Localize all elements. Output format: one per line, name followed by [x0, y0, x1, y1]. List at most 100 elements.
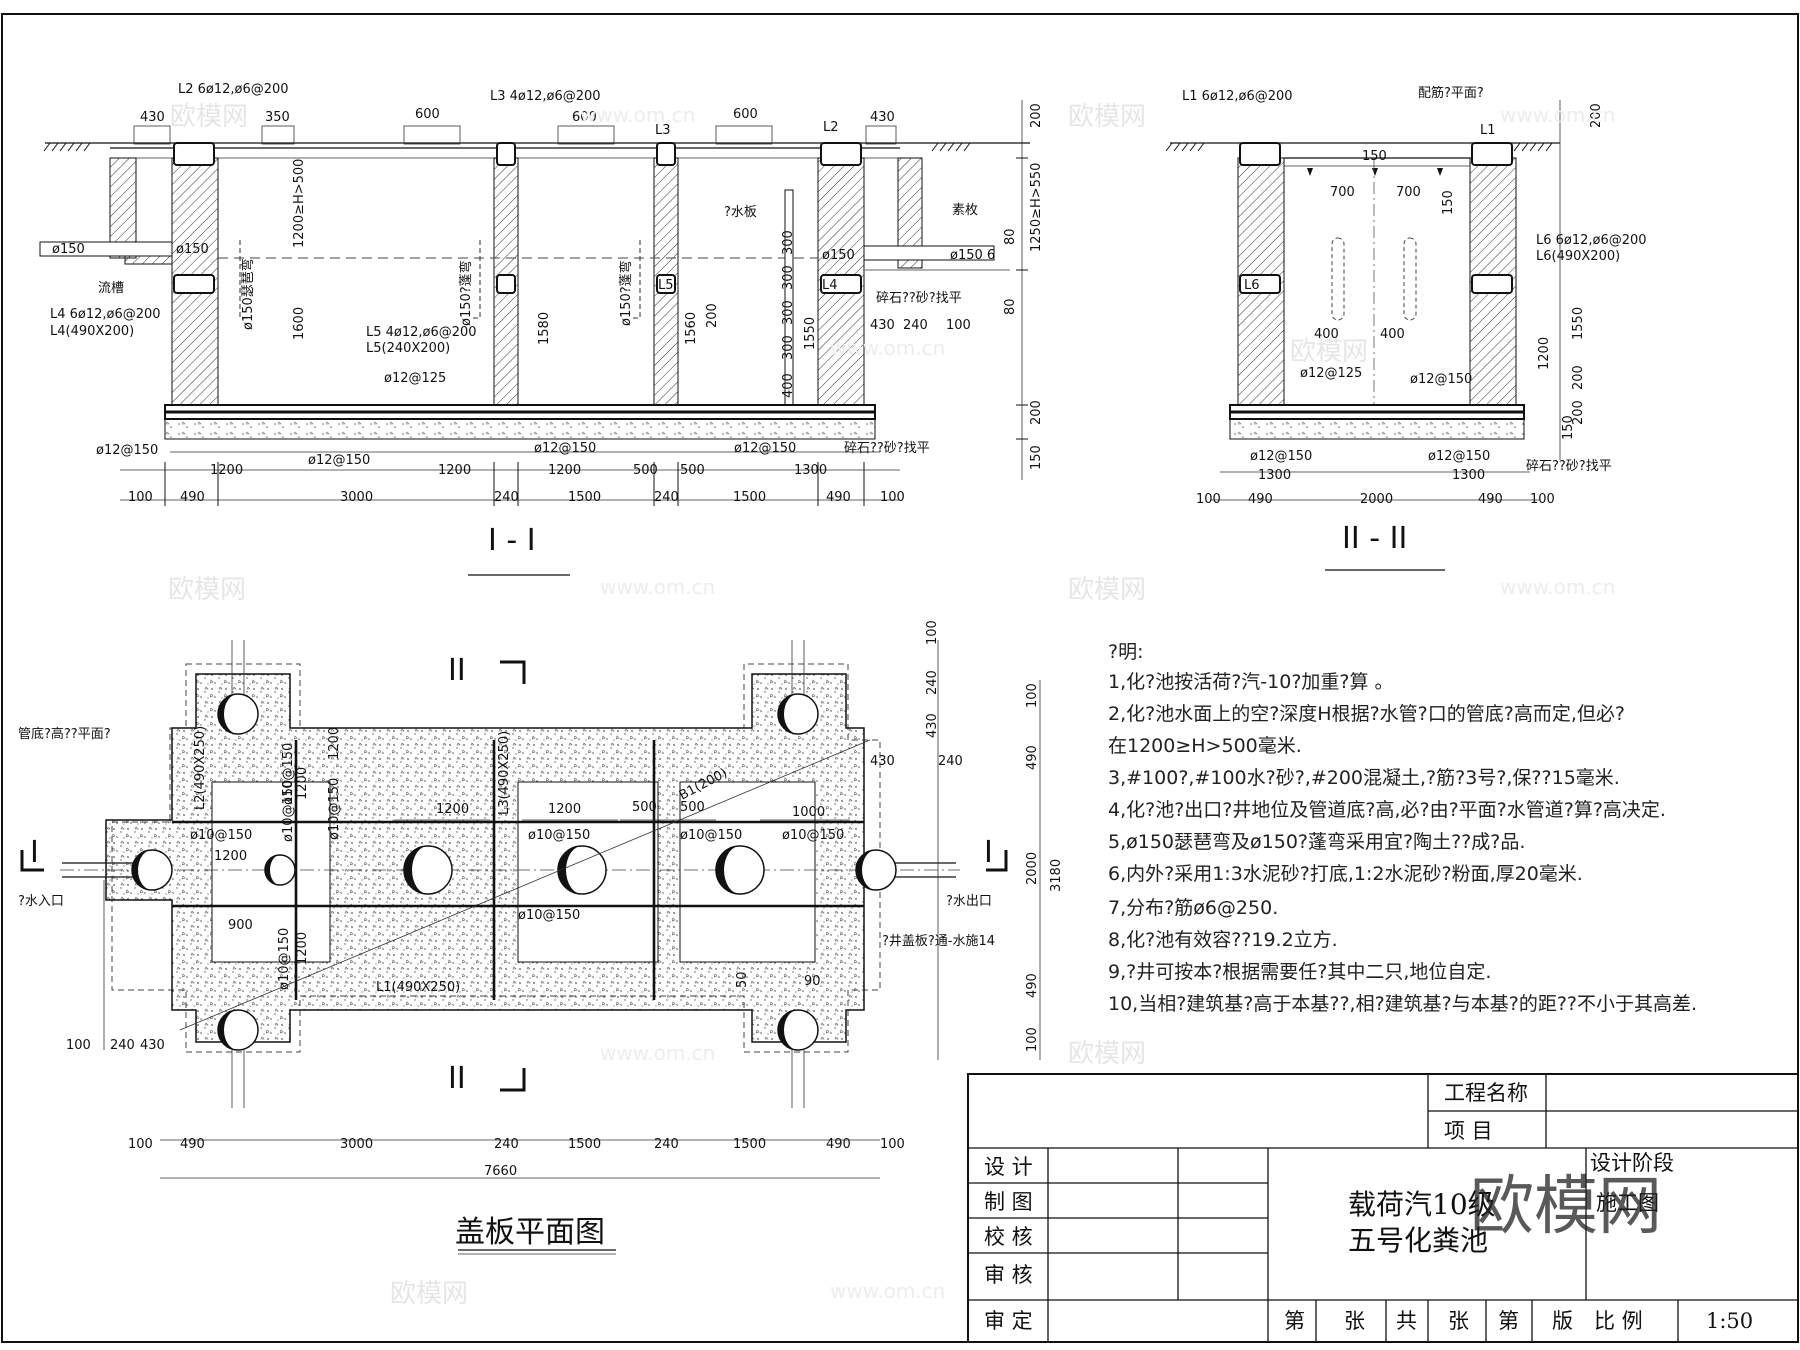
l5-rebar-label: L5 4ø12,ø6@200: [366, 325, 477, 340]
outlet-pipe-label: ø150: [822, 248, 855, 263]
beam-mark-l3: L3: [655, 123, 671, 138]
plan-dim-500b: 500: [680, 800, 705, 815]
watermark-logo: 欧模网: [1290, 337, 1368, 367]
left-outer-wall: [109, 157, 137, 259]
plan-bdim-240a: 240: [494, 1137, 519, 1152]
tee-label-1: ø150瑟琶弯: [240, 258, 256, 330]
sheet-border: [1, 13, 1799, 1343]
s2-dim-490b: 490: [1478, 492, 1503, 507]
plan-rdim-240: 240: [925, 670, 940, 695]
inlet-label: ?水入口: [18, 894, 64, 909]
trough-label: 流槽: [98, 281, 124, 296]
s2-dim-150a: 150: [1362, 149, 1387, 164]
vdim-1560: 1560: [684, 312, 699, 345]
plan-title: 盖板平面图: [455, 1215, 605, 1250]
vdim-h2: 1250≥H>550: [1029, 163, 1044, 252]
s2-dim-150b: 150: [1441, 190, 1456, 215]
water-board-label: ?水板: [724, 205, 757, 220]
dim-top-600a: 600: [415, 107, 440, 122]
dim-row2-1500a: 1500: [568, 490, 601, 505]
vdim-150: 150: [1029, 445, 1044, 470]
vdim-1580: 1580: [537, 312, 552, 345]
vdim-200b: 200: [1029, 400, 1044, 425]
plan-rdim-430: 430: [925, 713, 940, 738]
dim-row2-240b: 240: [654, 490, 679, 505]
vdim-300d: 300: [781, 335, 796, 360]
vdim-300a: 300: [781, 230, 796, 255]
watermark-logo: 欧模网: [1068, 102, 1146, 132]
tb-drawing-title-2: 五号化粪池: [1348, 1224, 1488, 1257]
s2-vdim-150: 150: [1561, 415, 1576, 440]
vdim-80a: 80: [1003, 228, 1018, 245]
s2-dim-1300b: 1300: [1452, 468, 1485, 483]
dim-row2-3000: 3000: [340, 490, 373, 505]
tb-footer-2: 张: [1344, 1309, 1365, 1333]
section-2-title: II - II: [1342, 521, 1407, 556]
watermark-url: www.om.cn: [1500, 575, 1615, 599]
plan-rdim-100a: 100: [925, 620, 940, 645]
watermark-logo: 欧模网: [170, 102, 248, 132]
tb-stage-value: 施工图: [1596, 1191, 1659, 1215]
watermark-logo: 欧模网: [390, 1279, 468, 1309]
plan-rebar-9: ø10@150: [281, 780, 296, 842]
plan-dim-50: 50: [735, 971, 750, 988]
plan-dim-1000: 1000: [792, 805, 825, 820]
tb-footer-1: 第: [1284, 1309, 1305, 1333]
beam-l1-plan: L1(490X250): [376, 980, 460, 995]
dim-row2-100b: 100: [880, 490, 905, 505]
watermark-url: www.om.cn: [830, 1279, 945, 1303]
note-8: 8,化?池有效容??19.2立方.: [1108, 929, 1338, 951]
tb-row-approve: 审 定: [984, 1309, 1033, 1333]
plan-dim-900: 900: [228, 918, 253, 933]
dim-row1-1200b: 1200: [438, 463, 471, 478]
plan-rebar-6: ø10@150: [782, 828, 844, 843]
plan-rebar-4: ø10@150: [528, 828, 590, 843]
plan-dim-1200e: 1200: [295, 932, 310, 965]
plan-sec-mark-ii-bottom: II: [448, 1061, 466, 1096]
plan-dim-1200c: 1200: [214, 849, 247, 864]
rebar-label-125: ø12@125: [384, 371, 446, 386]
vdim-1550: 1550: [803, 317, 818, 350]
l5-size-label: L5(240X200): [366, 341, 450, 356]
dim-row2-100a: 100: [128, 490, 153, 505]
note-7: 7,分布?筋ø6@250.: [1108, 897, 1278, 919]
plan-dim-240: 240: [938, 754, 963, 769]
watermark-logo: 欧模网: [1068, 1039, 1146, 1069]
dim-row1-1300: 1300: [794, 463, 827, 478]
gravel-label-bottom: 碎石??砂?找平: [844, 441, 930, 456]
l4-mark: L4: [822, 278, 838, 293]
plan-ldim-100: 100: [66, 1038, 91, 1053]
watermark-logo-large: 欧模网: [1470, 1170, 1662, 1244]
section-1-title: I - I: [488, 523, 536, 558]
plan-rebar-1: ø10@150: [190, 828, 252, 843]
tb-footer-6: 版: [1552, 1309, 1573, 1333]
dim-mid-240: 240: [903, 318, 928, 333]
s2-rebar-150a: ø12@150: [1410, 372, 1472, 387]
s2-dim-700b: 700: [1396, 185, 1421, 200]
plan-sec-mark-i-right: I: [984, 835, 993, 870]
note-5: 5,ø150瑟琶弯及ø150?蓬弯采用宜?陶土??成?品.: [1108, 831, 1525, 853]
beam-mark-l2: L2: [823, 120, 839, 135]
plan-dim-1200a: 1200: [436, 802, 469, 817]
plan-rdim-100c: 100: [1025, 1027, 1040, 1052]
dim-row2-490b: 490: [826, 490, 851, 505]
tb-scale-value: 1:50: [1706, 1309, 1753, 1333]
outlet-pipe-label-2: ø150 6: [950, 248, 995, 263]
plan-dim-430: 430: [870, 754, 895, 769]
pipe-bottom-label: 管底?高??平面?: [18, 726, 111, 742]
watermark-url: www.om.cn: [600, 575, 715, 599]
plan-bdim-1500a: 1500: [568, 1137, 601, 1152]
vdim-200a: 200: [1029, 103, 1044, 128]
note-9: 9,?井可按本?根据需要任?其中二只,地位自定.: [1108, 961, 1491, 983]
tb-footer-3: 共: [1396, 1309, 1417, 1333]
plan-ldim-430: 430: [140, 1038, 165, 1053]
plan-rdim-2000: 2000: [1025, 852, 1040, 885]
inlet-pipe-label: ø150: [52, 242, 85, 257]
beam-l3-plan: L3(490X250): [497, 731, 512, 815]
cover-plan: [20, 640, 1041, 1255]
s2-dim-400a: 400: [1314, 327, 1339, 342]
s2-dim-1300a: 1300: [1258, 468, 1291, 483]
s2-vdim-200c: 200: [1571, 400, 1586, 425]
note-2b: 在1200≥H>500毫米.: [1108, 735, 1302, 757]
